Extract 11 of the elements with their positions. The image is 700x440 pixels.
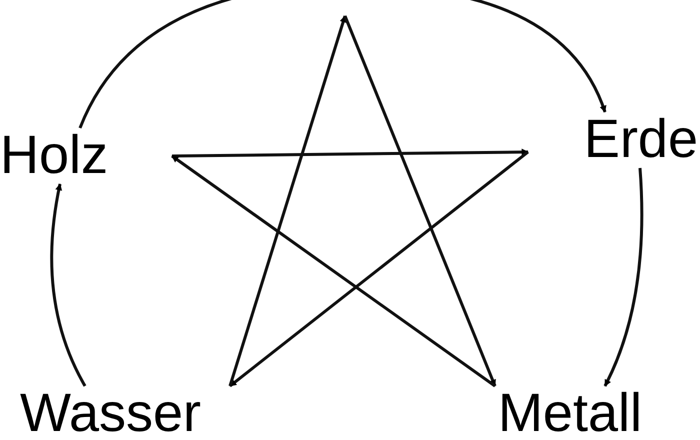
element-label: Holz bbox=[0, 125, 108, 185]
element-label: Wasser bbox=[20, 383, 202, 440]
element-label: Erde bbox=[584, 109, 698, 169]
arrow bbox=[171, 154, 496, 388]
arrow bbox=[228, 15, 346, 386]
arrow bbox=[50, 183, 86, 387]
arrow bbox=[172, 148, 529, 158]
arrow bbox=[344, 15, 496, 387]
element-label: Metall bbox=[498, 383, 642, 440]
arrow bbox=[604, 168, 644, 387]
arrow bbox=[229, 150, 529, 388]
